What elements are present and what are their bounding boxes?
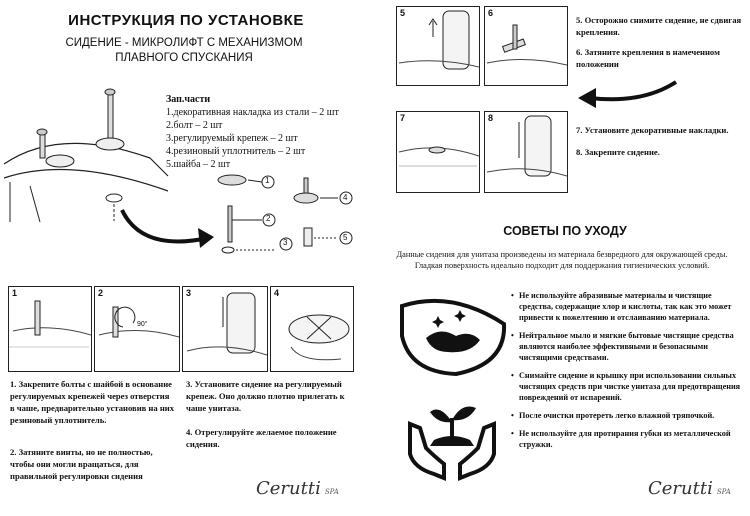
callout-4: 4 — [343, 193, 348, 202]
step-number: 2 — [98, 288, 104, 298]
step-3-text: 3. Установите сидение на регулируемый кр… — [186, 379, 345, 413]
brand-suffix: SPA — [324, 488, 339, 496]
step-5-text: 5. Осторожно снимите сидение, не сдвигая… — [576, 15, 742, 37]
step-2-text: 2. Затяните винты, но не полностью, чтоб… — [10, 447, 153, 481]
callout-3: 3 — [283, 238, 288, 247]
toilet-lid-cleaning-icon — [400, 298, 507, 377]
brand-name: Cerutti — [648, 478, 713, 499]
step-number: 5 — [400, 8, 406, 18]
brand-logo-left: Cerutti SPA — [256, 478, 339, 499]
brand-suffix: SPA — [716, 488, 731, 496]
step-4-illustration: 4 — [270, 286, 354, 372]
instruction-subtitle: СИДЕНИЕ - МИКРОЛИФТ С МЕХАНИЗМОМ ПЛАВНОГ… — [44, 36, 324, 66]
part-item: 3.регулируемый крепеж – 2 шт — [166, 133, 298, 144]
toilet-bolts-illustration — [3, 88, 169, 223]
care-tip: Нейтральное мыло и мягкие бытовые чистящ… — [511, 330, 743, 363]
step-4-text: 4. Отрегулируйте желаемое положение сиде… — [186, 427, 337, 449]
care-tip: Не используйте для протирания губки из м… — [511, 428, 743, 450]
step-6-text: 6. Затяните крепления в намеченном полож… — [576, 47, 720, 69]
step-number: 4 — [274, 288, 280, 298]
angle-label: 90° — [137, 321, 148, 328]
step-number: 8 — [488, 113, 494, 123]
care-intro: Данные сидения для унитаза произведены и… — [396, 250, 728, 270]
subtitle-line-1: СИДЕНИЕ - МИКРОЛИФТ С МЕХАНИЗМОМ — [65, 37, 303, 49]
care-title: СОВЕТЫ ПО УХОДУ — [503, 224, 627, 238]
step-number: 6 — [488, 8, 494, 18]
brand-logo-right: Cerutti SPA — [648, 478, 731, 499]
step-number: 3 — [186, 288, 192, 298]
step-3-illustration: 3 — [182, 286, 268, 372]
step-2-illustration: 2 90° — [94, 286, 180, 372]
callout-1: 1 — [265, 176, 270, 185]
callout-2: 2 — [266, 214, 271, 223]
care-tip: После очистки протереть легко влажной тр… — [511, 410, 743, 421]
care-tip: Снимайте сидение и крышку при использова… — [511, 370, 743, 403]
parts-heading: Зап.части — [166, 94, 211, 105]
step-5-illustration: 5 — [396, 6, 480, 86]
callout-5: 5 — [343, 233, 348, 242]
parts-callout-diagram — [217, 174, 353, 254]
step-number: 1 — [12, 288, 18, 298]
part-item: 2.болт – 2 шт — [166, 120, 223, 131]
curved-arrow-icon — [120, 209, 214, 248]
step-1-illustration: 1 — [8, 286, 92, 372]
part-item: 4.резиновый уплотнитель – 2 шт — [166, 146, 306, 157]
step-7-illustration: 7 — [396, 111, 480, 193]
part-item: 1.декоративная накладка из стали – 2 шт — [166, 107, 339, 118]
step-6-illustration: 6 — [484, 6, 568, 86]
step-8-text: 8. Закрепите сидение. — [576, 147, 660, 157]
step-1-text: 1. Закрепите болты с шайбой в основание … — [10, 379, 175, 425]
instruction-title: ИНСТРУКЦИЯ ПО УСТАНОВКЕ — [68, 12, 304, 29]
parts-list: 1.декоративная накладка из стали – 2 шт … — [166, 106, 339, 171]
brand-name: Cerutti — [256, 478, 321, 499]
step-8-illustration: 8 — [484, 111, 568, 193]
subtitle-line-2: ПЛАВНОГО СПУСКАНИЯ — [115, 52, 253, 64]
care-tip: Не используйте абразивные материалы и чи… — [511, 290, 743, 323]
step-7-text: 7. Установите декоративные накладки. — [576, 125, 729, 135]
hands-with-sprout-icon — [408, 406, 496, 481]
care-tips-list: Не используйте абразивные материалы и чи… — [511, 290, 743, 457]
step-number: 7 — [400, 113, 406, 123]
part-item: 5.шайба – 2 шт — [166, 159, 231, 170]
left-arrow-icon — [578, 80, 678, 108]
